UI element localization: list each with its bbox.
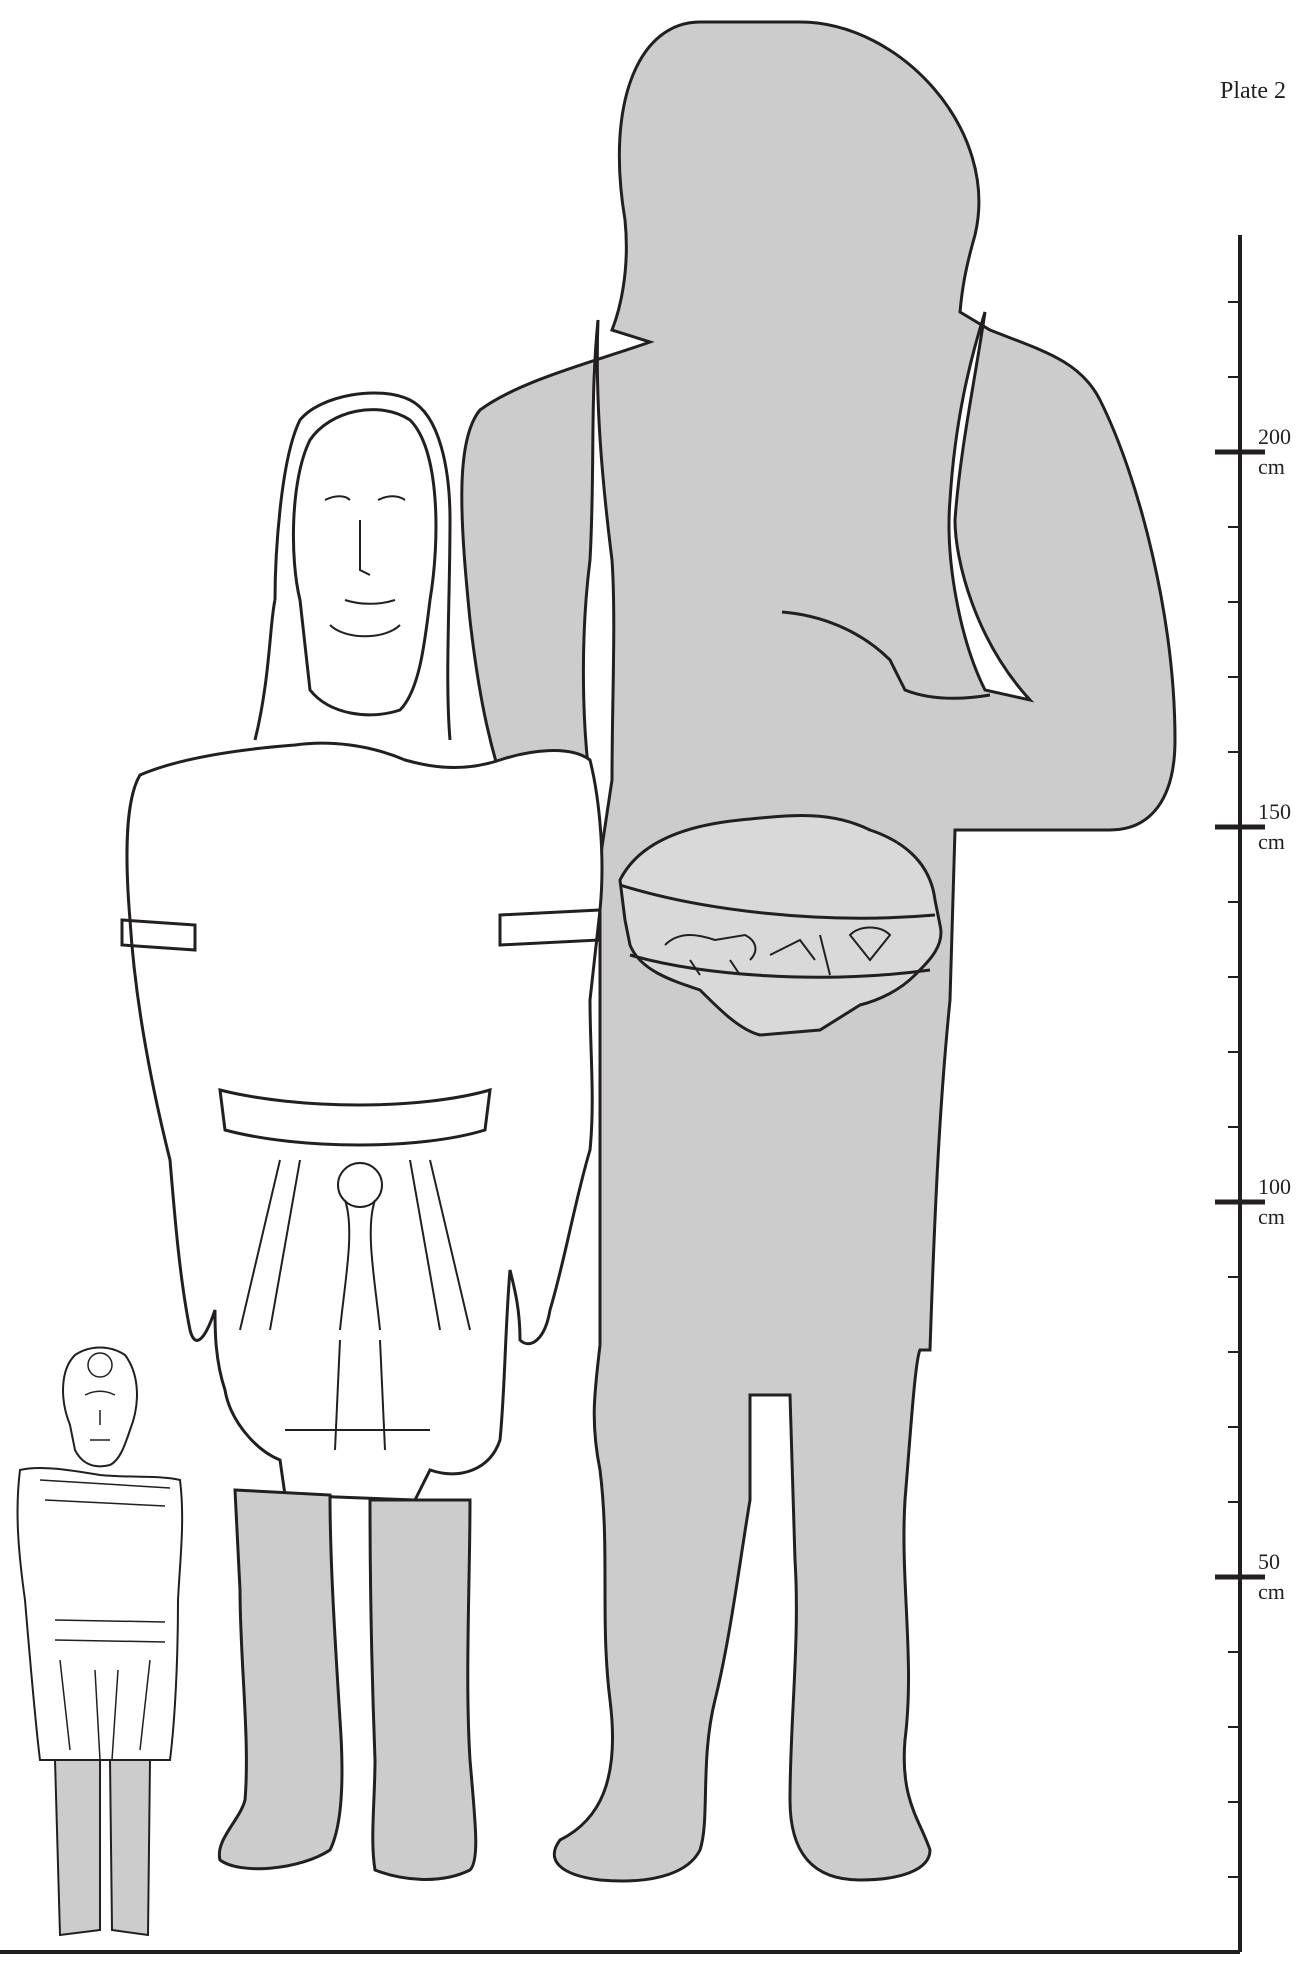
small-statue-body xyxy=(18,1348,183,1761)
scale-label-value: 100 xyxy=(1258,1172,1291,1202)
scale-label-unit: cm xyxy=(1258,1202,1291,1232)
middle-statue-legs xyxy=(219,1490,475,1879)
middle-statue-head xyxy=(293,410,436,715)
scale-label-value: 150 xyxy=(1258,797,1291,827)
scale-label-unit: cm xyxy=(1258,1577,1285,1607)
scale-label-value: 50 xyxy=(1258,1547,1285,1577)
scale-label-unit: cm xyxy=(1258,827,1291,857)
small-statue-legs xyxy=(55,1760,150,1935)
middle-statue-body xyxy=(127,743,602,1500)
plate-label: Plate 2 xyxy=(1220,78,1286,105)
scale-label-unit: cm xyxy=(1258,452,1291,482)
scale-label-value: 200 xyxy=(1258,422,1291,452)
